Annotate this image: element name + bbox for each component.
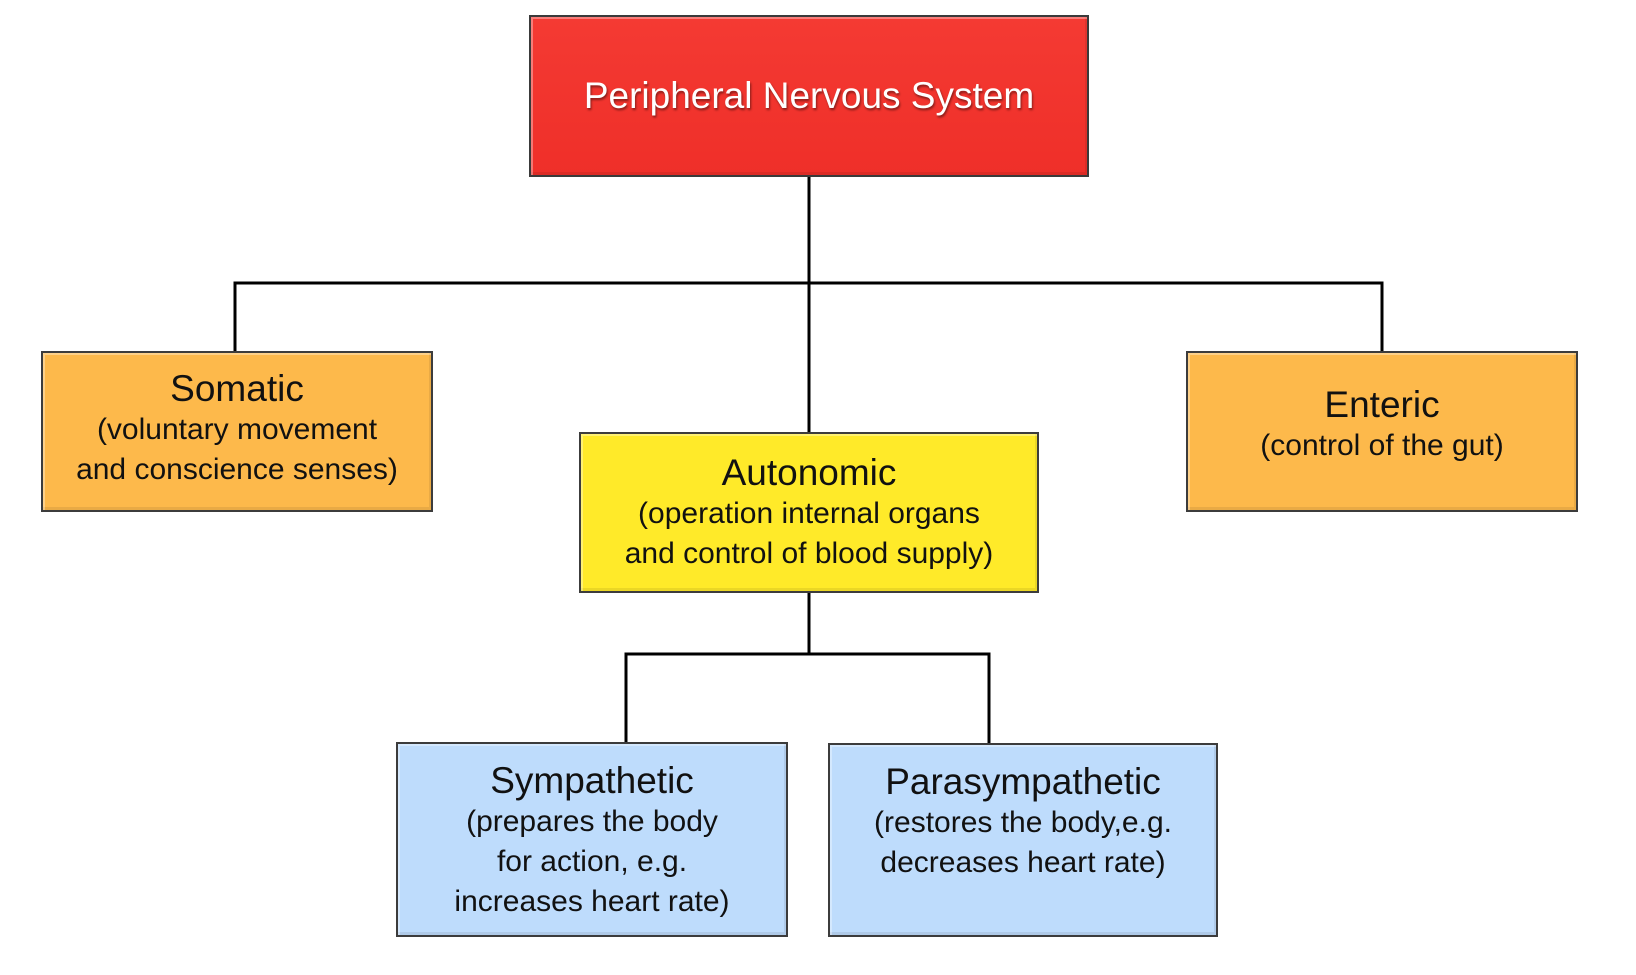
node-description: (prepares the body for action, e.g. incr… — [454, 805, 730, 918]
node-title: Peripheral Nervous System — [583, 75, 1035, 116]
node-title: Somatic — [170, 368, 304, 409]
node-sympathetic: Sympathetic (prepares the body for actio… — [396, 742, 788, 937]
node-description: (control of the gut) — [1260, 428, 1504, 462]
node-description: (operation internal organs and control o… — [624, 497, 994, 570]
node-enteric: Enteric (control of the gut) — [1186, 351, 1578, 512]
node-description: (restores the body,e.g. decreases heart … — [874, 806, 1172, 879]
node-title: Autonomic — [721, 452, 897, 493]
node-title: Parasympathetic — [885, 761, 1161, 802]
node-autonomic: Autonomic (operation internal organs and… — [579, 432, 1039, 593]
node-title: Sympathetic — [490, 760, 694, 801]
node-parasympathetic: Parasympathetic (restores the body,e.g. … — [828, 743, 1218, 937]
node-peripheral-nervous-system: Peripheral Nervous System — [529, 15, 1089, 177]
node-title: Enteric — [1324, 383, 1440, 425]
node-somatic: Somatic (voluntary movement and conscien… — [41, 351, 433, 512]
node-description: (voluntary movement and conscience sense… — [76, 413, 398, 486]
